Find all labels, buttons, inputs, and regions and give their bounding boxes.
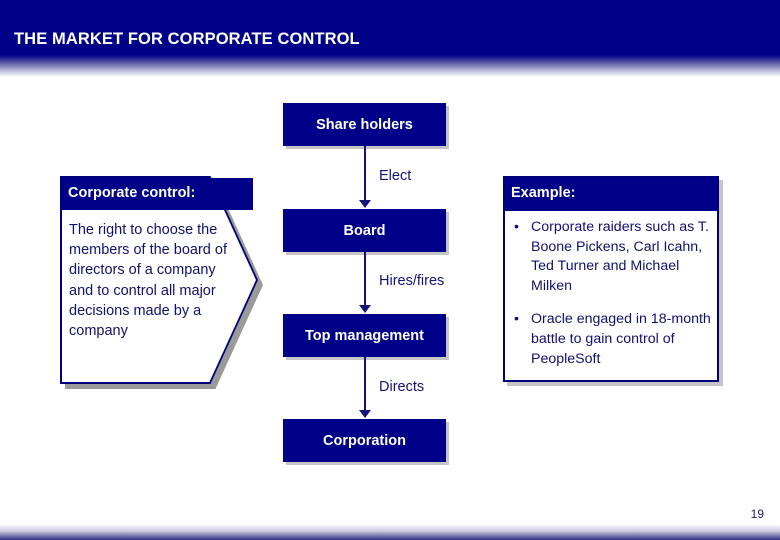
flow-box-shareholders: Share holders [283, 103, 446, 146]
example-panel: Example: • Corporate raiders such as T. … [503, 176, 719, 382]
bullet-icon: • [514, 219, 519, 235]
example-header-bar [505, 178, 717, 211]
footer-gradient-bar [0, 524, 780, 540]
callout-body-text: The right to choose the members of the b… [69, 222, 227, 340]
edge-label-directs: Directs [379, 379, 425, 395]
edge-label-hires-fires: Hires/fires [379, 273, 445, 289]
bullet-icon: • [514, 311, 519, 328]
page-title: THE MARKET FOR CORPORATE CONTROL [14, 30, 360, 48]
list-item-text: Corporate raiders such as T. Boone Picke… [531, 219, 709, 294]
flow-box-corporation: Corporation [283, 419, 446, 462]
example-bullet-list: • Corporate raiders such as T. Boone Pic… [509, 218, 713, 383]
arrowhead-to-board [359, 200, 371, 208]
title-banner-gradient [0, 55, 780, 77]
connector-shareholders-to-board [364, 146, 366, 202]
example-title: Example: [511, 185, 576, 201]
edge-label-elect: Elect [379, 168, 412, 184]
arrowhead-to-top-management [359, 305, 371, 313]
callout-fill [62, 178, 256, 382]
corporate-control-callout: Corporate control: The right to choose t… [60, 176, 263, 389]
list-item: • Corporate raiders such as T. Boone Pic… [509, 218, 713, 296]
connector-board-to-top-management [364, 252, 366, 307]
arrowhead-to-corporation [359, 410, 371, 418]
flow-box-board: Board [283, 209, 446, 252]
page-number: 19 [750, 507, 764, 521]
list-item: • Oracle engaged in 18-month battle to g… [509, 310, 713, 369]
connector-top-management-to-corporation [364, 357, 366, 412]
flow-box-top-management: Top management [283, 314, 446, 357]
list-item-text: Oracle engaged in 18-month battle to gai… [531, 311, 711, 367]
callout-header-bar [62, 178, 253, 210]
title-banner [0, 0, 780, 55]
callout-title: Corporate control: [68, 185, 196, 201]
